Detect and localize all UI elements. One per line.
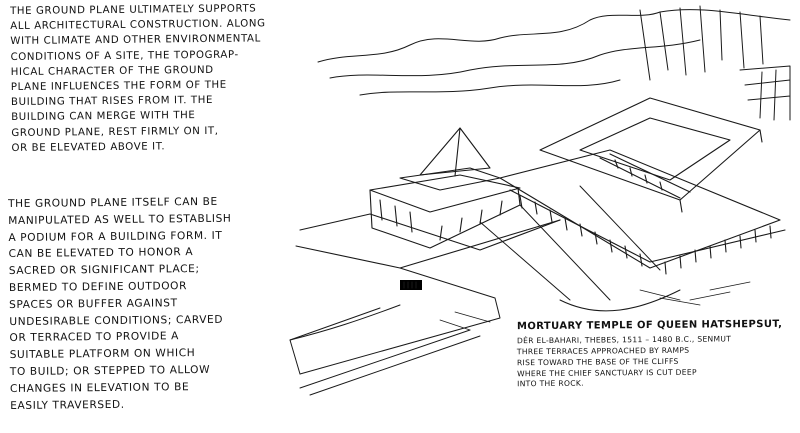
middle-terrace	[499, 149, 786, 275]
cliff-outline	[317, 5, 791, 121]
lower-terrace	[295, 127, 561, 269]
ramps	[289, 185, 681, 396]
ground-hatching	[439, 281, 751, 331]
upper-terrace	[539, 97, 763, 213]
figure-caption-body: Three terraces approached by ramps rise …	[516, 345, 697, 389]
figure-caption-title: Mortuary Temple of Queen Hatshepsut,	[516, 318, 783, 333]
